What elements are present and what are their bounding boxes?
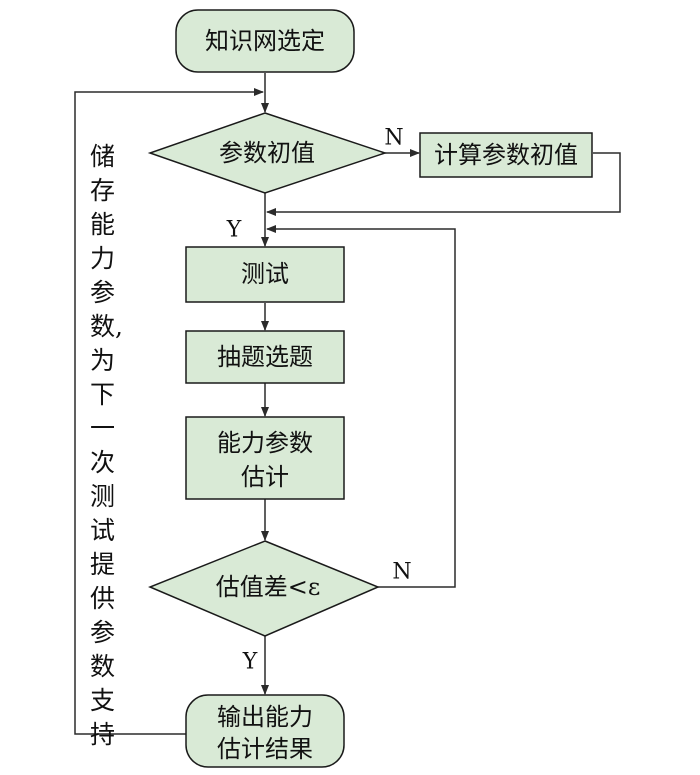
yes-label-init: Y — [226, 218, 242, 243]
select-node — [185, 330, 345, 384]
init-check-label: 参数初值 — [219, 139, 315, 167]
no-label-init: N — [384, 126, 403, 151]
calc-init-node — [419, 132, 593, 178]
output-label-line1: 输出能力 — [217, 703, 313, 731]
start-label: 知识网选定 — [205, 27, 325, 55]
init-decision — [147, 112, 388, 194]
start-node — [175, 9, 355, 73]
output-label-line2: 估计结果 — [217, 735, 313, 763]
diff-decision — [148, 540, 380, 637]
estimate-node — [185, 416, 345, 500]
diff-check-label: 估值差<ε — [216, 573, 321, 601]
arrow-output-return — [74, 88, 264, 735]
side-note: 储存能力参数,为下一次测试提供参数支持 — [90, 142, 123, 749]
estimate-label-line2: 估计 — [241, 463, 289, 491]
arrow-diff-loop — [266, 225, 456, 588]
no-label-diff: N — [392, 560, 411, 585]
estimate-label-line1: 能力参数 — [217, 429, 313, 457]
test-node — [185, 246, 345, 303]
calc-init-label: 计算参数初值 — [434, 141, 578, 169]
arrow-calc-return — [266, 152, 621, 216]
yes-label-diff: Y — [242, 650, 258, 675]
output-node — [185, 694, 345, 768]
select-label: 抽题选题 — [217, 343, 313, 371]
test-label: 测试 — [241, 260, 289, 288]
